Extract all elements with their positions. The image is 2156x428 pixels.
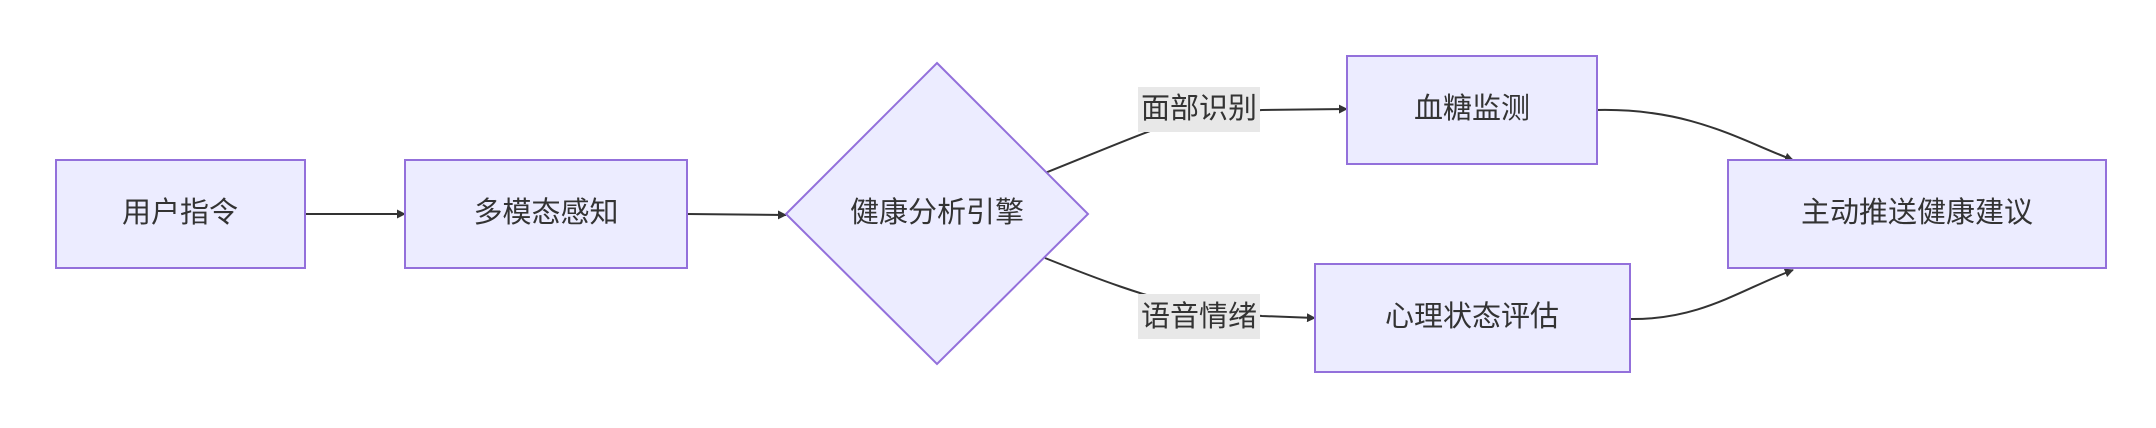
node-push-advice-label: 主动推送健康建议 xyxy=(1801,195,2033,229)
edge-perception-to-engine xyxy=(686,210,787,220)
edge-mental-to-advice xyxy=(1629,268,1794,321)
node-health-engine[interactable]: 健康分析引擎 xyxy=(784,61,1090,366)
node-user-command[interactable]: 用户指令 xyxy=(55,159,306,269)
node-blood-glucose[interactable]: 血糖监测 xyxy=(1346,55,1598,165)
node-mental-state-label: 心理状态评估 xyxy=(1385,299,1559,333)
edge-label-face-recognition-text: 面部识别 xyxy=(1141,91,1257,125)
edge-label-face-recognition: 面部识别 xyxy=(1138,87,1260,132)
edge-label-voice-emotion: 语音情绪 xyxy=(1138,294,1260,339)
node-mental-state[interactable]: 心理状态评估 xyxy=(1314,263,1631,373)
edge-glucose-to-advice xyxy=(1596,108,1794,162)
node-blood-glucose-label: 血糖监测 xyxy=(1414,91,1530,125)
node-multimodal-perception[interactable]: 多模态感知 xyxy=(404,159,688,269)
node-health-engine-label: 健康分析引擎 xyxy=(850,195,1024,229)
node-push-advice[interactable]: 主动推送健康建议 xyxy=(1727,159,2107,269)
node-multimodal-perception-label: 多模态感知 xyxy=(473,195,618,229)
node-user-command-label: 用户指令 xyxy=(122,195,238,229)
edge-label-voice-emotion-text: 语音情绪 xyxy=(1141,299,1257,333)
